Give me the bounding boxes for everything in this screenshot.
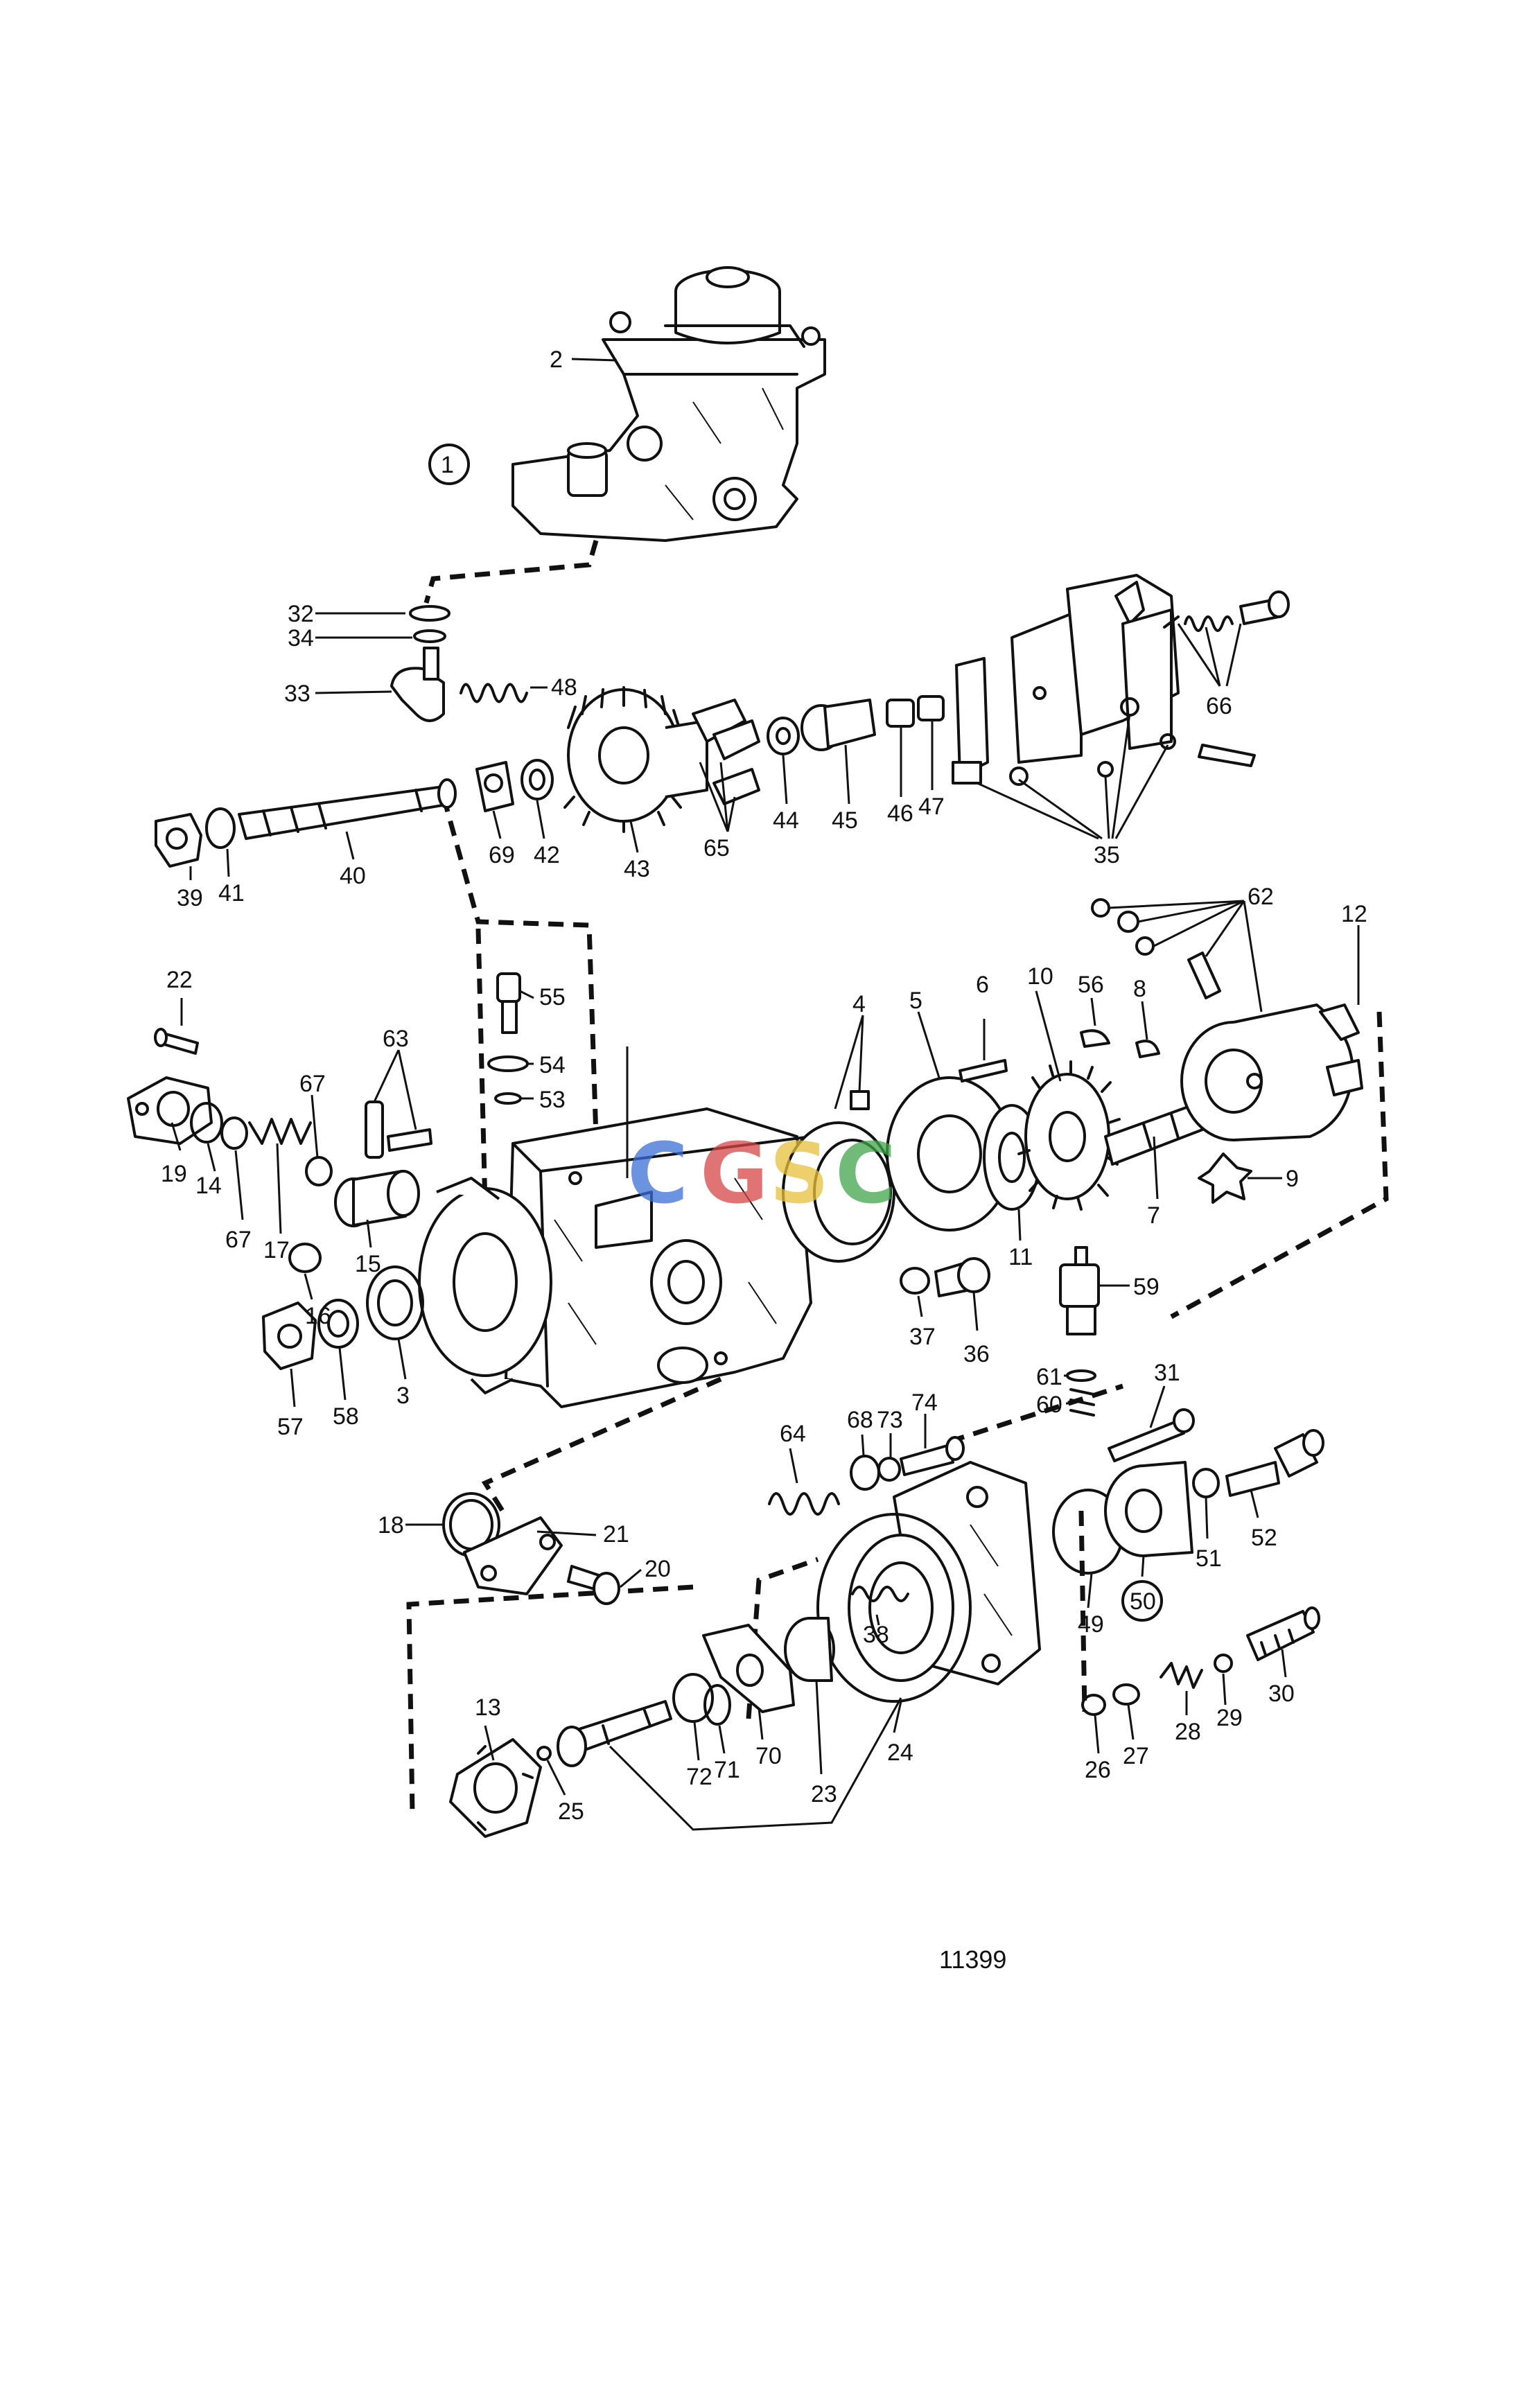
callout-53: 53 [539, 1087, 566, 1113]
callout-54: 54 [539, 1052, 566, 1078]
callout-65: 65 [703, 835, 730, 861]
callout-32: 32 [288, 601, 314, 627]
callout-circle-1 [428, 444, 470, 485]
callout-12: 12 [1341, 901, 1367, 927]
watermark-letter-4: C [835, 1126, 896, 1222]
callout-31: 31 [1154, 1360, 1180, 1386]
callout-5: 5 [909, 988, 922, 1014]
callout-circle-50 [1121, 1580, 1163, 1622]
callout-39: 39 [177, 885, 203, 911]
governor-housing-part [511, 266, 826, 542]
callout-72: 72 [686, 1764, 712, 1790]
watermark-letter-3: S [769, 1126, 829, 1222]
callout-74: 74 [911, 1390, 938, 1416]
callout-45: 45 [832, 807, 858, 834]
gear-10 [1017, 1060, 1121, 1211]
leader-lines [170, 358, 1360, 1796]
watermark-letter-1: C [627, 1126, 688, 1222]
callout-2: 2 [550, 347, 563, 373]
callout-23: 23 [811, 1781, 837, 1807]
callout-62: 62 [1248, 884, 1274, 910]
callout-56: 56 [1078, 972, 1104, 998]
figure-number: 11399 [939, 1945, 1006, 1974]
callout-24: 24 [887, 1739, 913, 1766]
callout-37: 37 [909, 1324, 936, 1350]
callout-68: 68 [847, 1407, 873, 1433]
shaft-row-parts [155, 574, 1290, 868]
callout-67-right: 67 [299, 1071, 326, 1097]
distributor-head [449, 1429, 1324, 1838]
callout-14: 14 [195, 1173, 222, 1199]
callout-61: 61 [1036, 1364, 1062, 1390]
callout-20: 20 [645, 1556, 671, 1582]
callout-63: 63 [383, 1026, 409, 1052]
callout-7: 7 [1147, 1202, 1160, 1229]
callout-40: 40 [340, 863, 366, 889]
callout-10: 10 [1027, 963, 1053, 990]
callout-3: 3 [396, 1383, 410, 1409]
callout-18: 18 [378, 1512, 404, 1539]
callout-26: 26 [1085, 1757, 1111, 1783]
callout-4: 4 [852, 991, 866, 1017]
callout-52: 52 [1251, 1525, 1277, 1551]
callout-42: 42 [534, 842, 560, 868]
callout-17: 17 [263, 1237, 290, 1263]
callout-9: 9 [1286, 1166, 1299, 1192]
pump-body [418, 1046, 812, 1408]
callout-73: 73 [877, 1407, 903, 1433]
callout-48: 48 [551, 674, 577, 701]
watermark-letter-2: G [700, 1126, 769, 1222]
callout-8: 8 [1133, 976, 1146, 1002]
callout-59: 59 [1133, 1274, 1160, 1300]
callout-58: 58 [333, 1403, 359, 1430]
watermark: C G S C [627, 1126, 896, 1222]
callout-64: 64 [780, 1421, 806, 1447]
callout-71: 71 [714, 1757, 740, 1783]
callout-34: 34 [288, 625, 314, 651]
callout-43: 43 [624, 856, 650, 882]
callout-6: 6 [976, 972, 989, 998]
callout-29: 29 [1216, 1705, 1243, 1731]
callout-41: 41 [218, 880, 245, 906]
callout-66: 66 [1206, 693, 1232, 719]
callout-44: 44 [773, 807, 799, 834]
callout-33: 33 [284, 681, 310, 707]
callout-21: 21 [603, 1521, 629, 1548]
callout-49: 49 [1078, 1611, 1104, 1638]
callout-28: 28 [1175, 1719, 1201, 1745]
lever-assembly-35 [1009, 574, 1180, 786]
callout-46: 46 [887, 800, 913, 827]
left-side-parts [127, 972, 620, 1605]
callout-13: 13 [475, 1694, 501, 1721]
callout-50: 50 [1130, 1588, 1156, 1615]
callout-11: 11 [1008, 1244, 1033, 1270]
callout-67-left: 67 [225, 1227, 252, 1253]
callout-69: 69 [489, 842, 515, 868]
callout-57: 57 [277, 1414, 304, 1440]
callout-47: 47 [918, 794, 945, 820]
gear-43 [563, 686, 708, 833]
callout-labels: 1 2 32 34 33 48 39 41 40 69 42 43 65 44 … [161, 347, 1367, 1825]
callout-60: 60 [1036, 1392, 1062, 1418]
callout-55: 55 [539, 984, 566, 1010]
callout-1: 1 [441, 452, 454, 478]
callout-19: 19 [161, 1161, 187, 1187]
callout-16: 16 [305, 1303, 331, 1329]
callout-15: 15 [355, 1251, 381, 1277]
callout-25: 25 [558, 1798, 584, 1825]
callout-35: 35 [1094, 842, 1120, 868]
callout-70: 70 [755, 1743, 782, 1769]
callout-27: 27 [1123, 1743, 1149, 1769]
callout-51: 51 [1196, 1545, 1222, 1572]
callout-36: 36 [963, 1341, 990, 1367]
callout-22: 22 [166, 967, 193, 993]
callout-38: 38 [863, 1622, 889, 1648]
callout-30: 30 [1268, 1681, 1295, 1707]
right-upper-parts [782, 898, 1363, 1462]
